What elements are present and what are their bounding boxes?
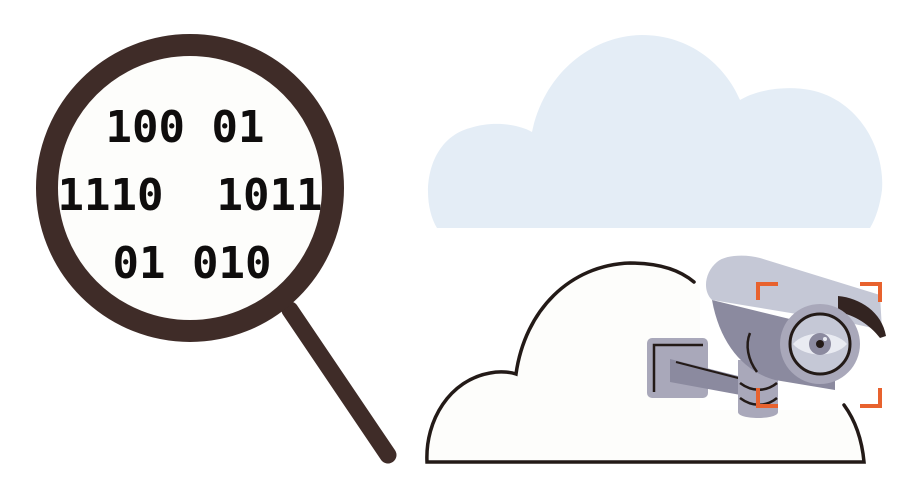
magnifying-glass-icon: 100 01 1110 1011 01 010 [36,34,397,464]
background-cloud [427,35,883,228]
magnifier-handle [281,301,397,464]
security-camera-icon [647,255,886,418]
magnifier-lens [36,34,344,342]
binary-line-1: 100 01 [106,102,265,153]
binary-line-3: 01 010 [113,238,272,289]
focus-brackets-icon [756,282,882,408]
binary-line-2: 1110 1011 [58,170,323,221]
camera-arm [670,359,746,396]
